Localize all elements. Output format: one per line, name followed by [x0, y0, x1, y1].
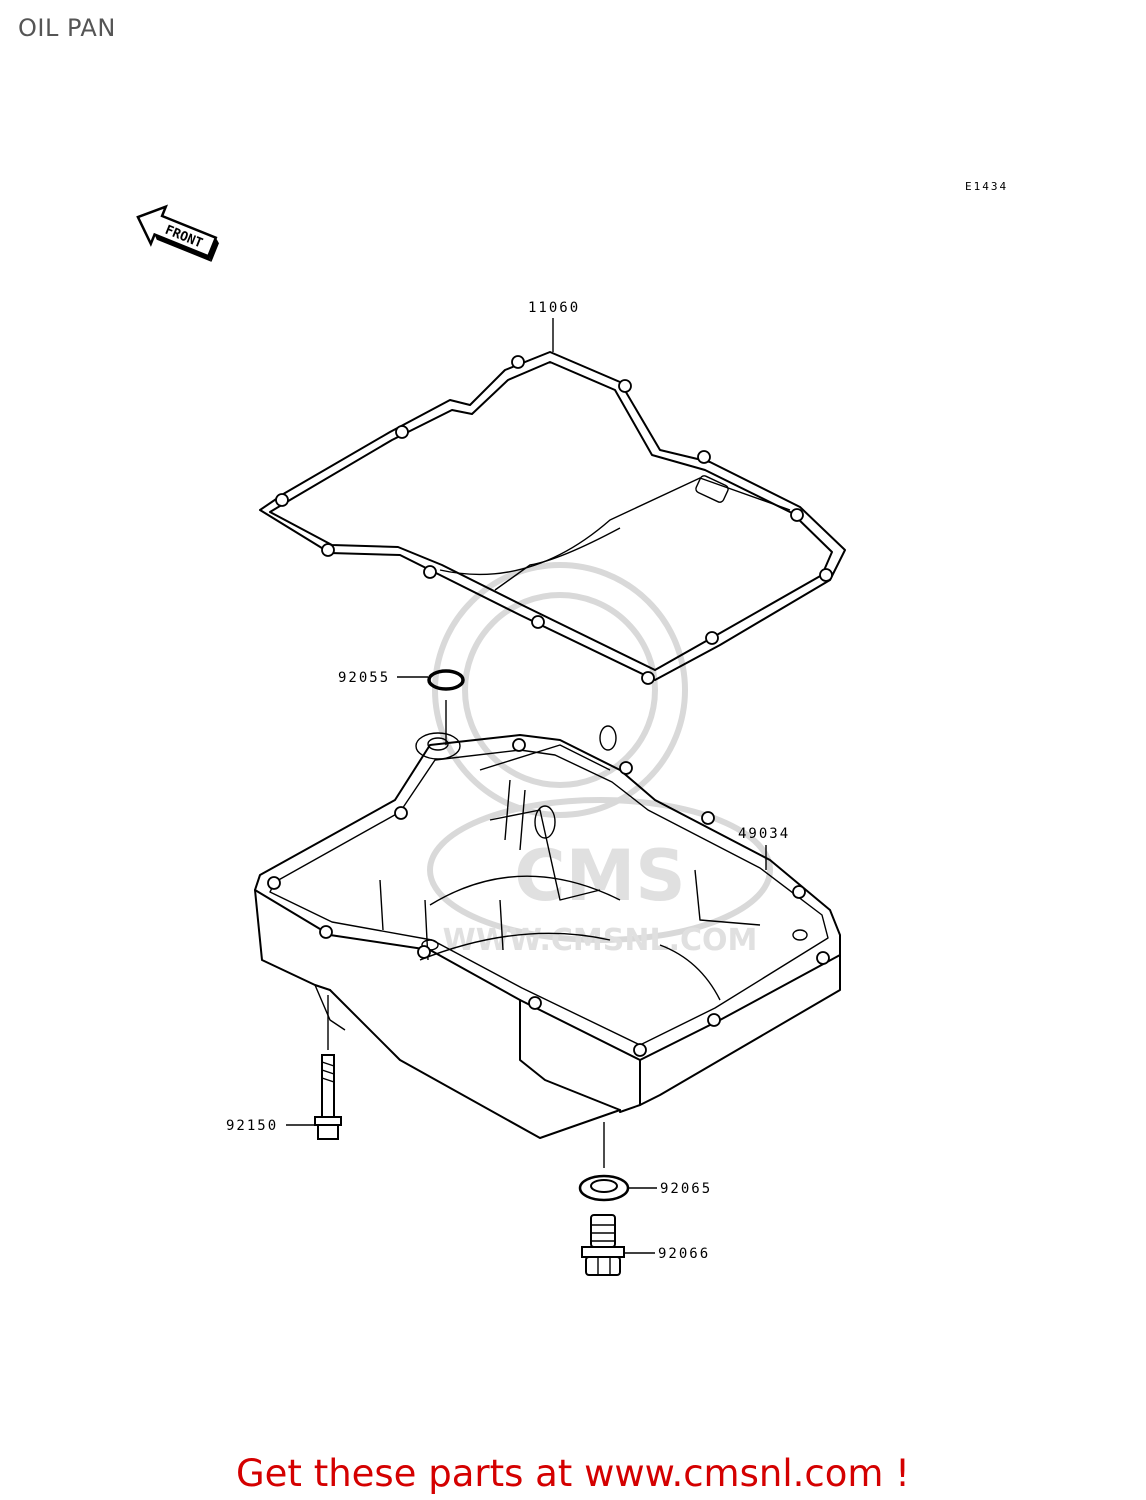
label-gasket: 11060: [528, 300, 580, 316]
front-arrow-icon: FRONT: [136, 204, 219, 262]
gasket-11060: [259, 351, 846, 685]
label-washer: 92065: [660, 1181, 712, 1197]
label-o-ring: 92055: [338, 670, 390, 686]
label-drain-plug: 92066: [658, 1246, 710, 1262]
reference-code: E1434: [965, 180, 1008, 193]
page-title: OIL PAN: [18, 14, 116, 42]
label-bolt: 92150: [226, 1118, 278, 1134]
get-parts-link[interactable]: Get these parts at www.cmsnl.com !: [235, 1452, 910, 1495]
o-ring-92055: [427, 669, 465, 691]
watermark-logo-text: CMS: [514, 835, 685, 917]
oil-pan-49034: [254, 725, 841, 1139]
label-oil-pan: 49034: [738, 826, 790, 842]
washer-92065: [578, 1122, 630, 1202]
watermark-logo: CMS WWW.CMSNL.COM: [427, 562, 773, 958]
bolt-92150: [314, 995, 342, 1140]
watermark-url: WWW.CMSNL.COM: [443, 923, 758, 958]
drain-plug-92066: [581, 1214, 625, 1276]
